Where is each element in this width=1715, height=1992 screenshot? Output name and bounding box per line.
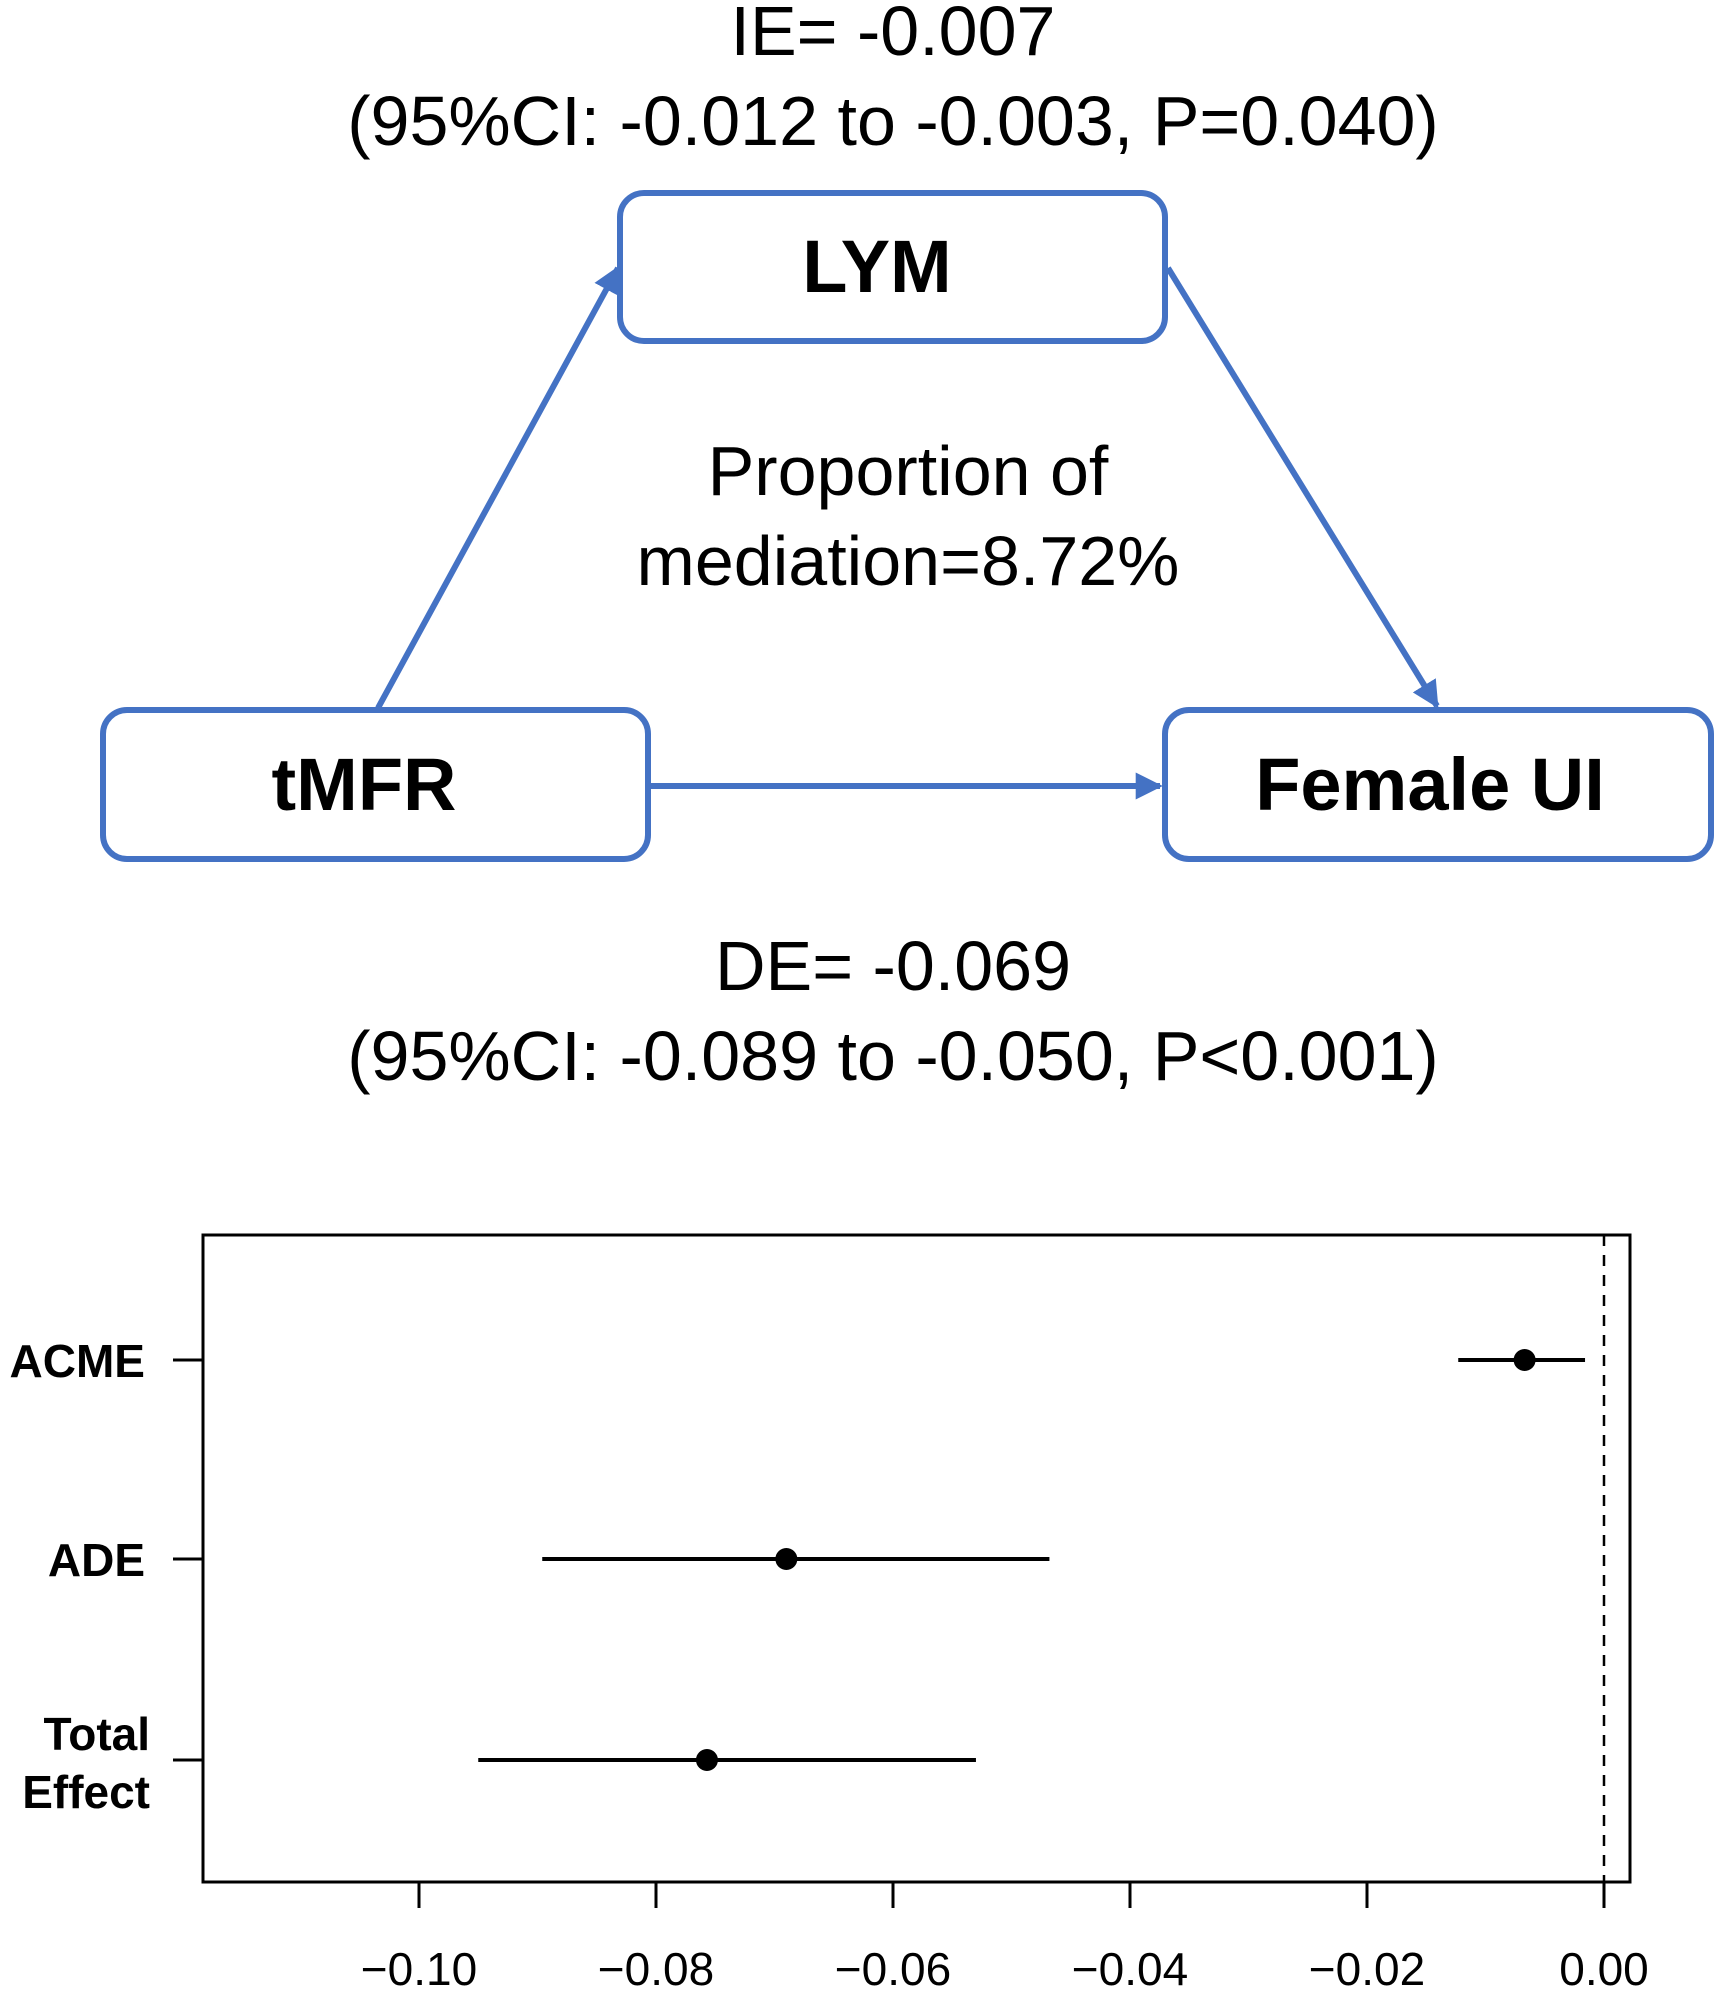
mediation-diagram: IE= -0.007 (95%CI: -0.012 to -0.003, P=0… bbox=[100, 0, 1714, 1095]
x-tick-label: −0.04 bbox=[1072, 1943, 1188, 1992]
proportion-mediated-line1: Proportion of bbox=[708, 432, 1109, 510]
category-label: Effect bbox=[22, 1766, 150, 1818]
indirect-effect-label: IE= -0.007 bbox=[731, 0, 1056, 70]
node-mediator-label: LYM bbox=[802, 225, 951, 308]
category-label: ADE bbox=[48, 1534, 145, 1586]
category-label: Total bbox=[44, 1708, 150, 1760]
node-exposure: tMFR bbox=[100, 707, 651, 862]
point-estimate bbox=[1513, 1349, 1536, 1371]
category-label: ACME bbox=[10, 1335, 145, 1387]
point-estimate bbox=[695, 1749, 718, 1771]
x-tick-label: 0.00 bbox=[1559, 1943, 1649, 1992]
x-tick-label: −0.02 bbox=[1309, 1943, 1425, 1992]
direct-effect-ci: (95%CI: -0.089 to -0.050, P<0.001) bbox=[347, 1017, 1439, 1095]
indirect-effect-ci: (95%CI: -0.012 to -0.003, P=0.040) bbox=[347, 82, 1439, 160]
x-tick-label: −0.06 bbox=[835, 1943, 951, 1992]
x-tick-label: −0.10 bbox=[361, 1943, 477, 1992]
direct-effect-label: DE= -0.069 bbox=[715, 927, 1071, 1005]
node-outcome-label: Female UI bbox=[1255, 743, 1605, 826]
node-mediator: LYM bbox=[617, 190, 1168, 344]
node-outcome: Female UI bbox=[1162, 707, 1714, 862]
node-exposure-label: tMFR bbox=[272, 743, 457, 826]
edge-mediator-to-outcome bbox=[1165, 266, 1440, 709]
effect-plot: −0.10 −0.08 −0.06 −0.04 −0.02 0.00 ACME ADE Tota… bbox=[10, 1233, 1649, 1992]
point-estimate bbox=[775, 1548, 798, 1570]
x-tick-label: −0.08 bbox=[598, 1943, 714, 1992]
edge-exposure-to-mediator bbox=[375, 265, 621, 710]
proportion-mediated-line2: mediation=8.72% bbox=[637, 522, 1180, 600]
